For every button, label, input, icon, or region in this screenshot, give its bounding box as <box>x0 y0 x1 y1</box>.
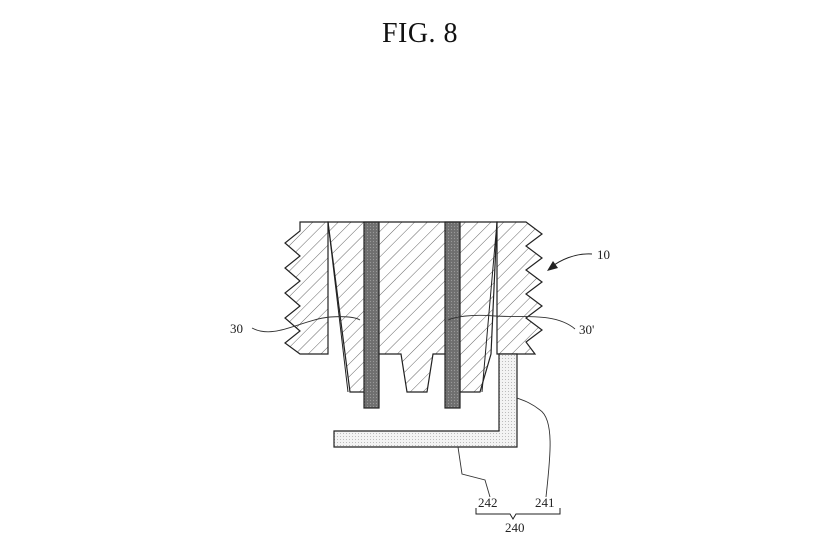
bracket-240 <box>475 508 561 520</box>
leader-30-prime <box>447 314 576 330</box>
label-30-prime: 30' <box>579 322 594 337</box>
leader-10-arrowhead <box>547 261 558 271</box>
right-taper-line <box>481 221 498 393</box>
label-240: 240 <box>505 520 525 535</box>
right-threaded-wall <box>496 221 543 355</box>
label-241: 241 <box>535 495 555 510</box>
leader-30 <box>251 316 361 333</box>
label-10: 10 <box>597 247 610 262</box>
left-threaded-wall <box>284 221 329 355</box>
label-242: 242 <box>478 495 498 510</box>
contact-pin-right <box>444 221 461 409</box>
leader-242 <box>457 446 491 498</box>
contact-pin-left <box>363 221 380 409</box>
insulator-body <box>327 221 498 393</box>
left-taper-line <box>327 221 349 393</box>
leader-241 <box>516 397 551 498</box>
figure-title: FIG. 8 <box>381 18 459 49</box>
l-connector <box>333 353 518 448</box>
label-30: 30 <box>230 321 243 336</box>
